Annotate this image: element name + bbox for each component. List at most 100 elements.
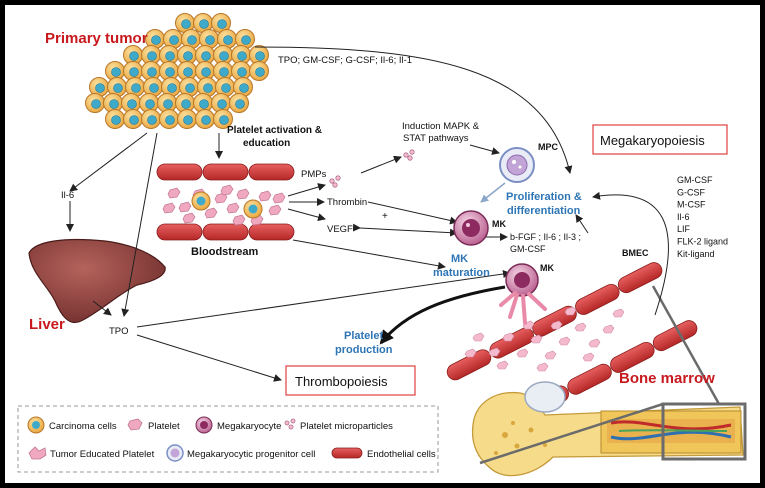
- carcinoma-cell: [107, 77, 127, 97]
- maturing-mk-cell-icon: [499, 263, 547, 325]
- liver-organ: [28, 238, 166, 324]
- pmps-label: PMPs: [301, 169, 327, 180]
- platelet: [204, 207, 218, 219]
- platelet: [550, 320, 563, 330]
- thrombopoiesis-label: Thrombopoiesis: [295, 374, 388, 389]
- carcinoma-cell: [249, 61, 269, 81]
- platelet: [496, 360, 509, 370]
- platelet: [226, 202, 240, 214]
- carcinoma-cell: [229, 93, 249, 113]
- mk-maturation-label-line1: MK: [451, 253, 468, 265]
- legend-platelet-label: Platelet: [148, 421, 180, 432]
- mk-cell-icon: [453, 210, 489, 246]
- bloodstream-vessels: [156, 163, 295, 241]
- platelet: [236, 188, 250, 200]
- circulating-carcinoma-cell: [191, 191, 211, 211]
- platelet-production-line1: Platelet: [344, 330, 383, 342]
- carcinoma-cell: [215, 77, 235, 97]
- plus-sign: +: [382, 211, 388, 222]
- legend-megakaryocyte-icon: [195, 416, 213, 434]
- legend-microparticles-icon: [284, 418, 296, 430]
- circulating-carcinoma-cell: [243, 199, 263, 219]
- legend-endothelial-label: Endothelial cells: [367, 449, 436, 460]
- legend-progenitor-icon: [166, 444, 184, 462]
- platelet: [178, 201, 192, 213]
- carcinoma-cell: [193, 13, 213, 33]
- bloodstream-label: Bloodstream: [191, 246, 258, 258]
- legend-tep-icon: [28, 446, 47, 460]
- tumor-cytokines-label: TPO; GM-CSF; G-CSF; Il-6; Il-1: [278, 55, 412, 66]
- carcinoma-cell: [249, 45, 269, 65]
- bone-illustration: [471, 381, 744, 477]
- platelet: [564, 306, 577, 316]
- proliferation-label-line1: Proliferation &: [506, 191, 582, 203]
- bmec-factor-item: M-CSF: [677, 200, 706, 210]
- legend-endothelial-icon: [331, 447, 363, 459]
- growth-factors-line1: b-FGF ; Il-6 ; Il-3 ;: [510, 232, 581, 242]
- platelet: [588, 338, 601, 348]
- bmec-factor-item: G-CSF: [677, 187, 706, 197]
- platelet: [502, 332, 515, 342]
- bone-zoom-frame: [661, 402, 747, 461]
- legend-tep-label: Tumor Educated Platelet: [50, 449, 155, 460]
- carcinoma-cell: [139, 93, 159, 113]
- platelet: [530, 334, 543, 344]
- platelet: [574, 322, 587, 332]
- carcinoma-cell: [123, 109, 143, 129]
- megakaryopoiesis-box: [592, 124, 728, 155]
- legend-progenitor-label: Megakaryocytic progenitor cell: [187, 449, 315, 460]
- platelet-release-arrow: [379, 285, 506, 345]
- platelet: [258, 190, 272, 202]
- platelet: [516, 348, 529, 358]
- platelet: [268, 204, 282, 216]
- carcinoma-cell: [177, 109, 197, 129]
- platelet: [162, 202, 176, 214]
- bmec-label: BMEC: [622, 248, 649, 258]
- growth-factors-line2: GM-CSF: [510, 244, 546, 254]
- bmec-factor-item: FLK-2 ligand: [677, 237, 728, 247]
- legend: Carcinoma cells Platelet Megakaryocyte P…: [17, 405, 439, 473]
- carcinoma-cell: [85, 93, 105, 113]
- carcinoma-cell: [195, 45, 215, 65]
- carcinoma-cell: [197, 77, 217, 97]
- carcinoma-cell: [177, 61, 197, 81]
- carcinoma-cell: [193, 93, 213, 113]
- vegf-label: VEGF: [327, 224, 353, 235]
- legend-platelet-icon: [127, 418, 143, 431]
- carcinoma-cell: [105, 109, 125, 129]
- bloodstream-platelets: [162, 184, 286, 226]
- platelet: [220, 184, 234, 196]
- platelet: [232, 214, 246, 226]
- platelet: [167, 187, 181, 199]
- bmec-factor-item: Il-6: [677, 212, 690, 222]
- carcinoma-cell: [159, 109, 179, 129]
- induction-label-line2: STAT pathways: [403, 133, 469, 144]
- il6-label: Il-6: [61, 190, 74, 201]
- carcinoma-cell: [179, 77, 199, 97]
- carcinoma-cell: [157, 93, 177, 113]
- carcinoma-cell: [141, 109, 161, 129]
- thrombin-label: Thrombin: [327, 197, 367, 208]
- platelet: [472, 332, 485, 342]
- carcinoma-cell: [235, 29, 255, 49]
- carcinoma-cell: [211, 13, 231, 33]
- carcinoma-cell: [177, 45, 197, 65]
- legend-megakaryocyte-label: Megakaryocyte: [217, 421, 281, 432]
- platelet: [464, 348, 477, 358]
- platelet: [182, 212, 196, 224]
- platelet: [272, 192, 286, 204]
- platelet: [602, 324, 615, 334]
- platelet: [558, 336, 571, 346]
- mk-maturation-label-line2: maturation: [433, 267, 490, 279]
- platelet-activation-label: Platelet activation &: [227, 125, 322, 136]
- legend-carcinoma-label: Carcinoma cells: [49, 421, 117, 432]
- primary-tumor-cell-cluster: [85, 13, 269, 129]
- platelet: [612, 308, 625, 318]
- legend-microparticles-label: Platelet microparticles: [300, 421, 393, 432]
- carcinoma-cell: [233, 77, 253, 97]
- bone-marrow-label: Bone marrow: [619, 370, 715, 387]
- carcinoma-cell: [121, 93, 141, 113]
- megakaryopoiesis-label: Megakaryopoiesis: [600, 133, 705, 148]
- liver-label: Liver: [29, 316, 65, 333]
